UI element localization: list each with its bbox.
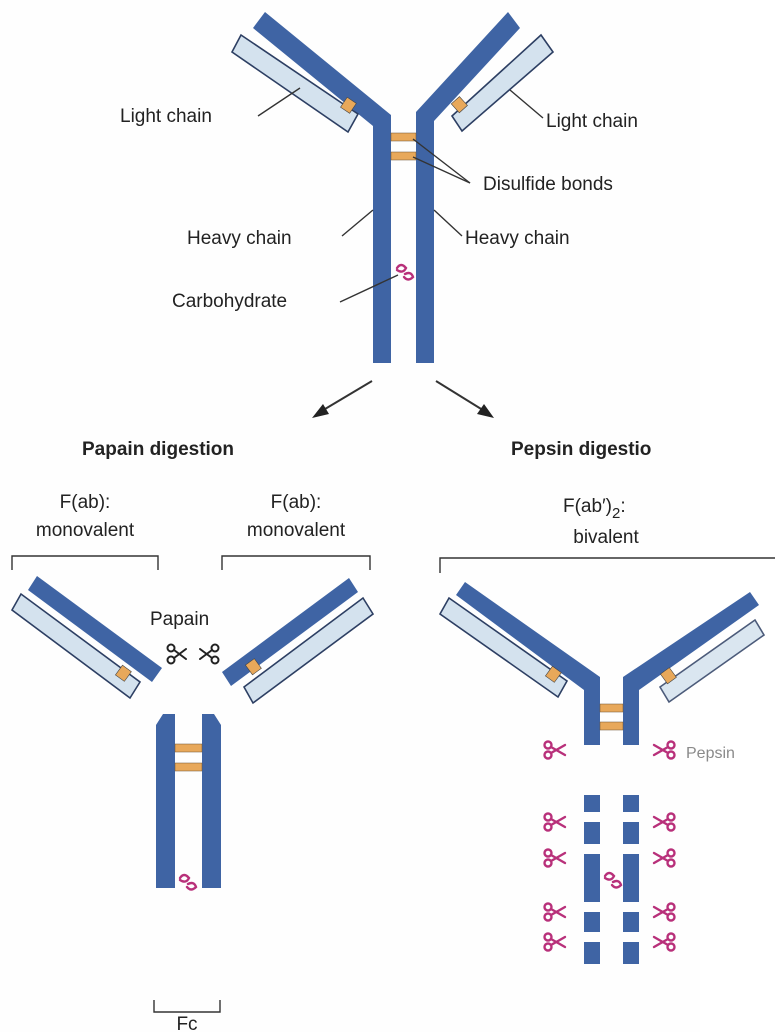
heavy-chain-label-left: Heavy chain bbox=[187, 228, 292, 249]
scissors-icon bbox=[654, 742, 675, 759]
scissors-icon bbox=[545, 934, 566, 951]
fragment bbox=[584, 912, 600, 932]
scissors-icon bbox=[168, 645, 187, 664]
fragment bbox=[584, 822, 600, 844]
fragment bbox=[623, 942, 639, 964]
disulfide-bond bbox=[600, 704, 623, 712]
scissors-icon bbox=[654, 904, 675, 921]
carbohydrate-icon bbox=[397, 265, 413, 280]
fab2-sub: 2 bbox=[612, 505, 620, 522]
carbohydrate-label: Carbohydrate bbox=[172, 291, 287, 312]
light-chain-label-left: Light chain bbox=[120, 106, 212, 127]
fragment bbox=[623, 795, 639, 812]
scissors-icon bbox=[200, 645, 219, 664]
digestion-arrows bbox=[312, 381, 494, 418]
fragment bbox=[623, 912, 639, 932]
arrowhead-icon bbox=[312, 404, 329, 418]
light-chain-label-right: Light chain bbox=[546, 111, 638, 132]
papain-enzyme-label: Papain bbox=[150, 609, 209, 630]
leader-line bbox=[342, 210, 373, 236]
pepsin-enzyme-label: Pepsin bbox=[686, 745, 735, 762]
fc-label: Fc bbox=[176, 1014, 197, 1032]
carbohydrate-icon bbox=[605, 873, 621, 888]
scissors-icon bbox=[654, 934, 675, 951]
fab-right-bracket bbox=[222, 556, 370, 570]
leader-line bbox=[258, 88, 300, 116]
scissors-icon bbox=[654, 850, 675, 867]
page-edge-fade bbox=[700, 0, 775, 1032]
disulfide-bond bbox=[391, 133, 416, 141]
arrowhead-icon bbox=[477, 404, 494, 418]
scissors-icon bbox=[545, 850, 566, 867]
fab-left-bracket bbox=[12, 556, 158, 570]
fab-right-valence: monovalent bbox=[247, 520, 346, 541]
fc-heavy-right bbox=[202, 714, 221, 888]
papain-digestion: Papain digestion F(ab): monovalent F(ab)… bbox=[12, 439, 373, 1032]
scissors-icon bbox=[545, 742, 566, 759]
fab2-main: F(ab′) bbox=[563, 496, 612, 517]
papain-heading: Papain digestion bbox=[82, 439, 234, 460]
fab2-valence: bivalent bbox=[573, 527, 639, 548]
pepsin-digestion: Pepsin digestio F(ab′)2: bivalent Pepsin bbox=[440, 0, 775, 1032]
fab-right-label: F(ab): bbox=[271, 492, 322, 513]
carbohydrate-icon bbox=[180, 875, 196, 890]
fragment bbox=[584, 942, 600, 964]
pepsin-heading: Pepsin digestio bbox=[511, 439, 651, 460]
fc-bracket bbox=[154, 1000, 220, 1012]
disulfide-bond bbox=[175, 744, 202, 752]
scissors-icon bbox=[545, 814, 566, 831]
arrow-to-pepsin bbox=[436, 381, 486, 412]
pepsin-scissors-left bbox=[545, 742, 566, 951]
scissors-icon bbox=[654, 814, 675, 831]
leader-line bbox=[434, 210, 462, 236]
leader-line bbox=[510, 90, 543, 118]
scissors-icon bbox=[545, 904, 566, 921]
fragment bbox=[623, 822, 639, 844]
fragment bbox=[584, 795, 600, 812]
fc-fragments bbox=[584, 795, 639, 964]
disulfide-bonds-label: Disulfide bonds bbox=[483, 174, 613, 195]
arrow-to-papain bbox=[320, 381, 372, 412]
heavy-chain-label-right: Heavy chain bbox=[465, 228, 570, 249]
fab2-colon: : bbox=[620, 496, 625, 517]
disulfide-bond bbox=[175, 763, 202, 771]
pepsin-scissors-right bbox=[654, 742, 675, 951]
intact-antibody: Light chain Light chain Disulfide bonds … bbox=[120, 12, 638, 363]
fc-heavy-left bbox=[156, 714, 175, 888]
disulfide-bond bbox=[600, 722, 623, 730]
fab-left-valence: monovalent bbox=[36, 520, 135, 541]
disulfide-bond bbox=[391, 152, 416, 160]
fab-left-label: F(ab): bbox=[60, 492, 111, 513]
fab2-label: F(ab′)2: bbox=[563, 496, 626, 522]
fragment bbox=[584, 854, 600, 902]
fragment bbox=[623, 854, 639, 902]
